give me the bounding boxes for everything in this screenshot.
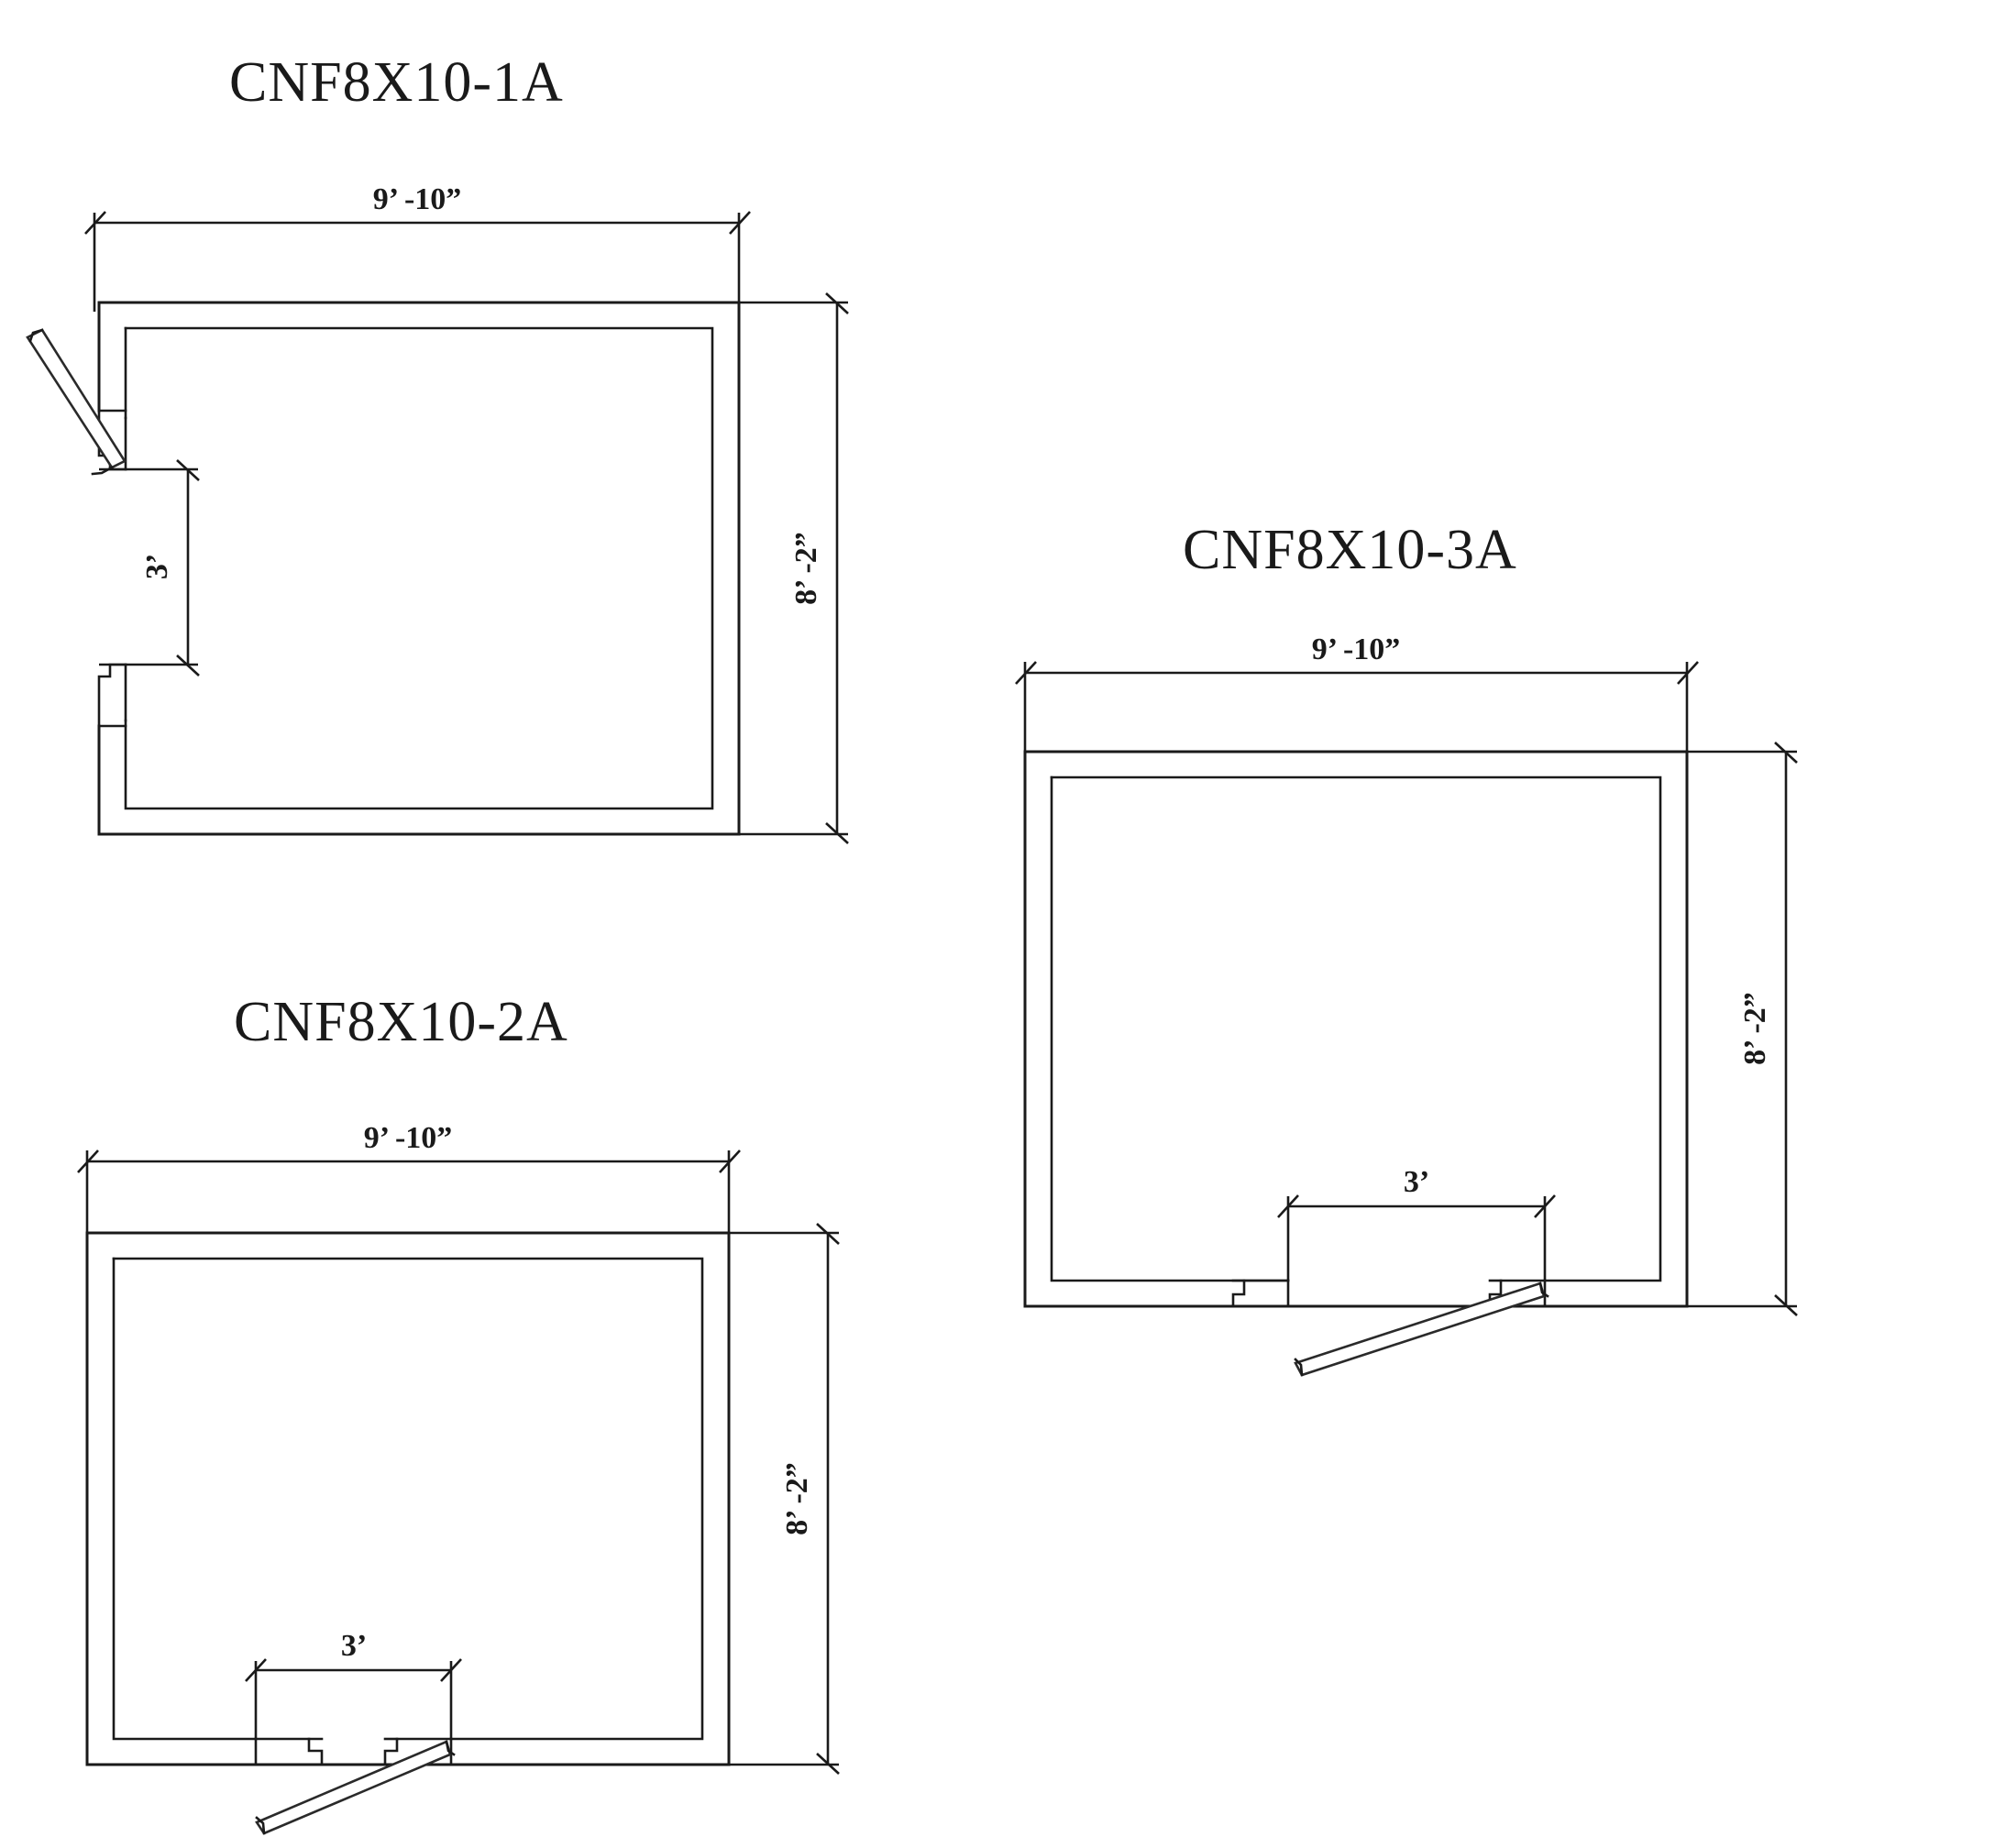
drawing-1a-width-label: 9’ -10”: [373, 182, 462, 216]
drawing-cnf8x10-1a: CNF8X10-1A 9’ -10” 8’ -2”: [26, 51, 849, 844]
drawing-2a-inner-wall: [112, 1257, 704, 1741]
drawing-2a-height-dimension: 8’ -2”: [729, 1223, 840, 1775]
drawing-2a-width-label: 9’ -10”: [364, 1121, 453, 1155]
drawing-2a-door-dimension: 3’: [245, 1629, 462, 1739]
drawing-3a-door-jamb-left: [1231, 1279, 1290, 1308]
drawing-3a-width-label: 9’ -10”: [1312, 632, 1401, 666]
drawing-1a-height-dimension: 8’ -2”: [739, 292, 849, 844]
drawing-3a-height-label: 8’ -2”: [1738, 992, 1772, 1065]
drawing-1a-outer-wall: [97, 301, 741, 836]
drawing-2a-door-label: 3’: [341, 1629, 367, 1663]
drawing-1a-door-label: 3’: [140, 554, 174, 579]
drawing-3a-door-panel: [1294, 1282, 1549, 1377]
drawing-cnf8x10-3a: CNF8X10-3A 9’ -10” 8’ -2”: [1015, 519, 1798, 1377]
drawing-3a-inner-wall: [1050, 776, 1662, 1282]
drawing-1a-door-dimension: 3’: [99, 459, 200, 676]
drawing-2a-height-label: 8’ -2”: [780, 1462, 814, 1535]
drawing-2a-outer-wall: [85, 1231, 731, 1766]
drawing-1a-width-dimension: 9’ -10”: [84, 182, 751, 312]
drawing-3a-width-dimension: 9’ -10”: [1015, 632, 1699, 752]
drawing-3a-door-label: 3’: [1404, 1165, 1429, 1199]
drawing-cnf8x10-2a: CNF8X10-2A 9’ -10” 8’ -2”: [77, 991, 840, 1835]
drawing-1a-inner-wall: [124, 326, 714, 810]
drawing-3a-height-dimension: 8’ -2”: [1687, 742, 1798, 1316]
drawing-2a-width-dimension: 9’ -10”: [77, 1121, 741, 1239]
drawing-2a-door-jamb-left: [254, 1737, 324, 1766]
drawing-1a-title: CNF8X10-1A: [229, 51, 564, 114]
drawing-1a-height-label: 8’ -2”: [789, 532, 823, 605]
drawing-3a-title: CNF8X10-3A: [1183, 519, 1517, 581]
drawing-3a-outer-wall: [1023, 750, 1689, 1308]
drawing-2a-title: CNF8X10-2A: [234, 991, 568, 1053]
drawing-3a-door-dimension: 3’: [1277, 1165, 1556, 1281]
drawing-2a-door-panel: [255, 1740, 456, 1835]
